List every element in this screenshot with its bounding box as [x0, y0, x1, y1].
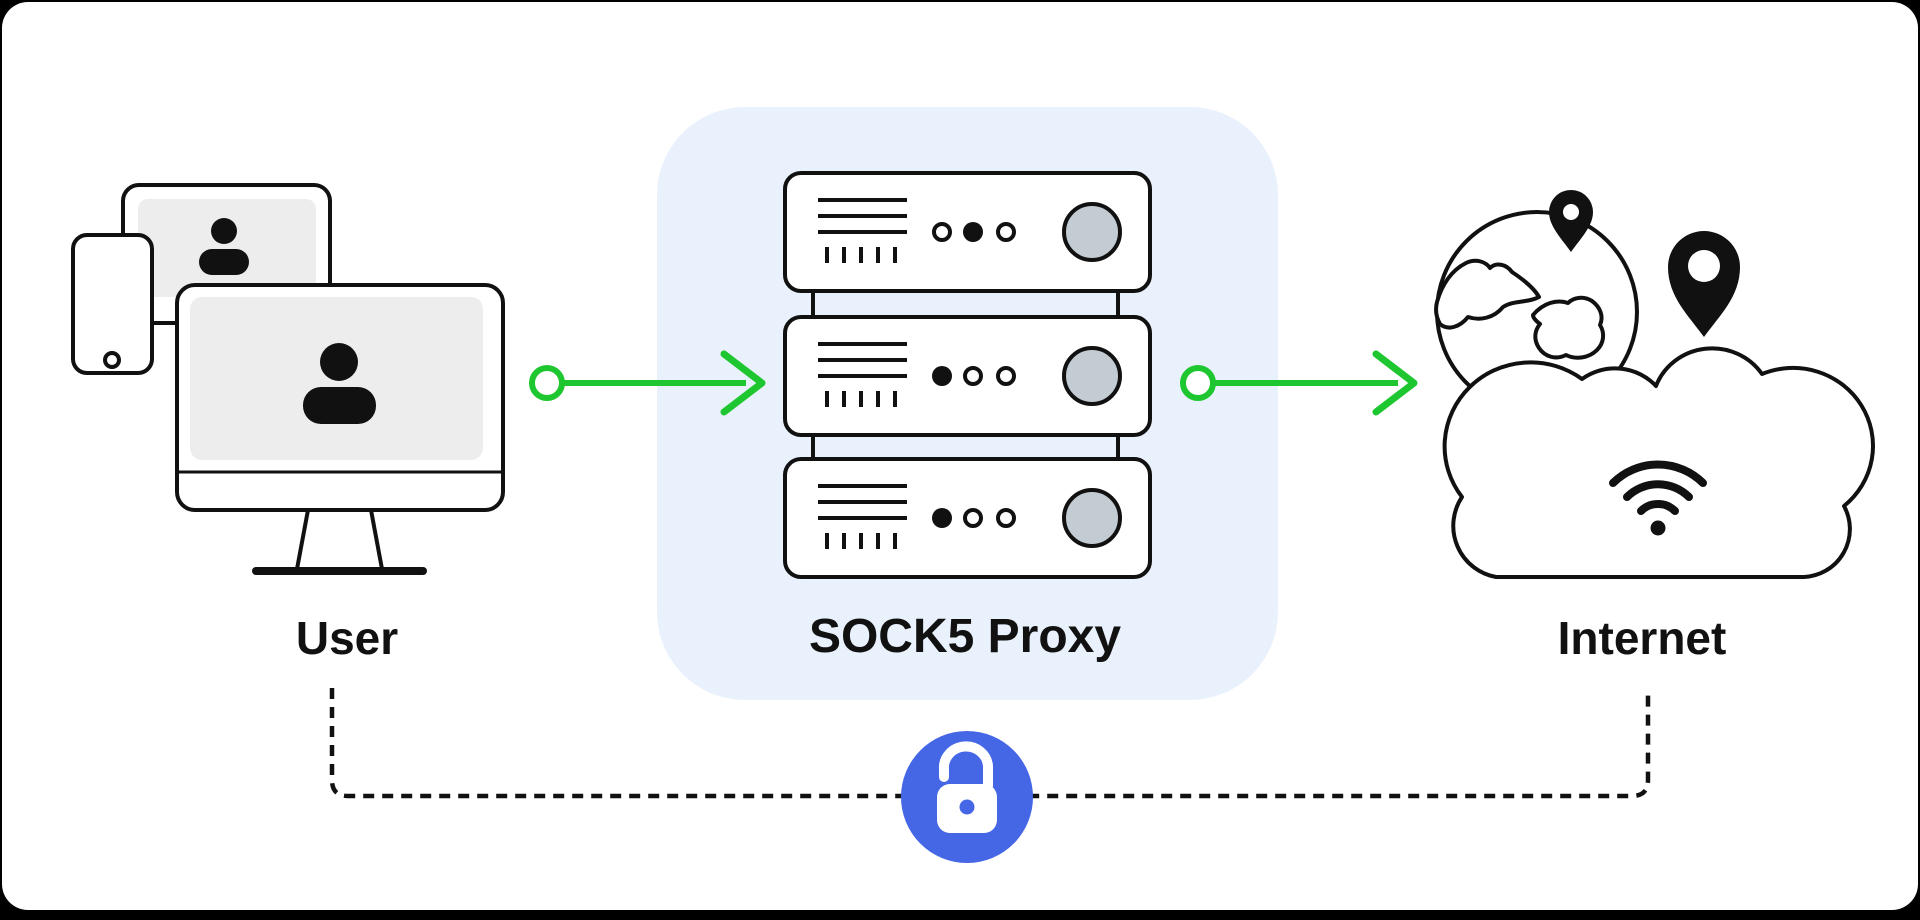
dashed-connection-line — [329, 688, 1651, 799]
led-icon — [996, 366, 1016, 386]
landmass — [1434, 258, 1541, 330]
cloud-icon — [1442, 346, 1875, 579]
led-icon — [963, 222, 983, 242]
arrow-user-to-proxy — [529, 350, 766, 416]
keyhole — [959, 799, 975, 815]
location-pin-icon — [1549, 190, 1593, 252]
location-pin-icon — [1668, 231, 1740, 337]
led-icon — [932, 222, 952, 242]
user-devices-icon — [71, 183, 505, 575]
led-icon — [932, 366, 952, 386]
led-icon — [932, 508, 952, 528]
phone-icon — [71, 233, 154, 375]
monitor-icon — [175, 283, 505, 575]
unlocked-padlock-icon — [901, 731, 1033, 863]
arrow-right-icon — [1372, 350, 1418, 416]
user-label: User — [295, 612, 399, 664]
connector-dot-icon — [529, 365, 565, 401]
arrow-right-icon — [720, 350, 766, 416]
server-unit-2 — [783, 315, 1152, 437]
vent-ticks — [825, 391, 897, 407]
led-icon — [996, 508, 1016, 528]
vent-ticks — [825, 247, 897, 263]
drive-knob-icon — [1062, 346, 1122, 406]
drive-knob-icon — [1062, 488, 1122, 548]
globe-cloud-icon — [1434, 190, 1875, 579]
connector-dot-icon — [1180, 365, 1216, 401]
proxy-label: SOCK5 Proxy — [808, 610, 1122, 663]
person-icon — [199, 218, 249, 275]
led-icon — [963, 508, 983, 528]
server-unit-1 — [783, 171, 1152, 293]
internet-label: Internet — [1557, 612, 1727, 664]
wifi-icon — [1609, 460, 1707, 536]
arrow-proxy-to-internet — [1180, 350, 1418, 416]
landmass — [1531, 295, 1606, 360]
home-button-icon — [103, 351, 121, 369]
led-icon — [996, 222, 1016, 242]
led-icon — [963, 366, 983, 386]
vent-ticks — [825, 533, 897, 549]
server-stack-icon — [783, 171, 1152, 579]
server-unit-3 — [783, 457, 1152, 579]
globe-icon — [1434, 210, 1639, 414]
drive-knob-icon — [1062, 202, 1122, 262]
person-icon — [303, 343, 376, 424]
